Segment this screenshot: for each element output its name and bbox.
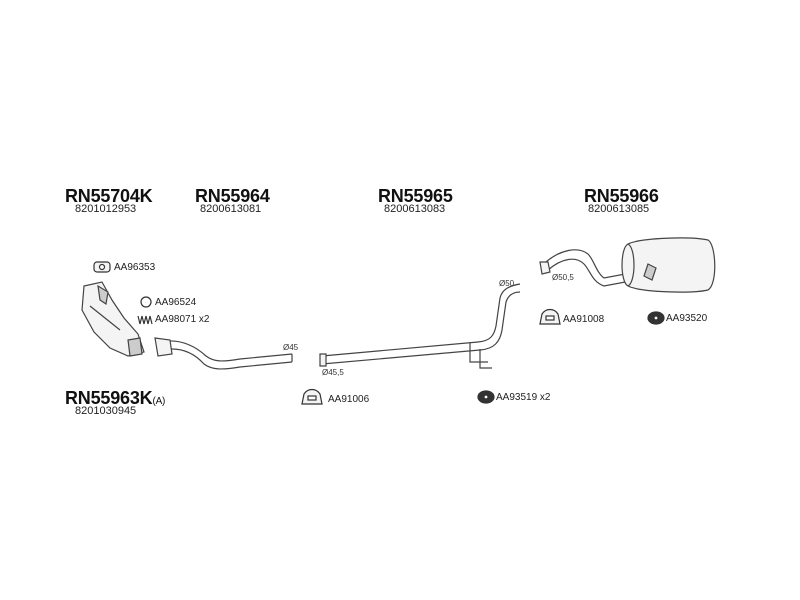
dimension-label-45-5: Ø45,5 bbox=[322, 368, 344, 377]
clamp-icon-aa91006 bbox=[301, 388, 323, 405]
oem-number-rn55966: 8200613085 bbox=[588, 203, 650, 215]
ring-icon bbox=[140, 296, 152, 308]
dimension-label-50-5: Ø50,5 bbox=[552, 273, 574, 282]
oem-number-rn55963k: 8201030945 bbox=[75, 405, 137, 417]
rubber-mount-icon-aa93520 bbox=[647, 311, 665, 325]
accessory-label-aa96524: AA96524 bbox=[155, 297, 197, 308]
rubber-mount-icon-aa93519 bbox=[477, 390, 495, 404]
intermediate-pipe-drawing bbox=[319, 283, 521, 369]
part-code-rn55704k: RN55704K bbox=[65, 186, 153, 206]
accessory-label-aa93519: AA93519 x2 bbox=[496, 392, 551, 403]
part-code-rn55963k: RN55963K(A) bbox=[65, 388, 165, 409]
spring-icon bbox=[137, 315, 153, 325]
part-code-suffix: (A) bbox=[152, 396, 166, 407]
part-code-rn55963k-text: RN55963K bbox=[65, 388, 153, 408]
dimension-label-45: Ø45 bbox=[283, 343, 299, 352]
dimension-label-50: Ø50 bbox=[499, 279, 515, 288]
gasket-icon bbox=[93, 261, 111, 273]
oem-number-rn55964: 8200613081 bbox=[200, 203, 262, 215]
part-code-rn55965: RN55965 bbox=[378, 186, 453, 206]
accessory-label-aa91008: AA91008 bbox=[563, 314, 605, 325]
part-code-rn55964: RN55964 bbox=[195, 186, 270, 206]
rear-silencer-drawing bbox=[539, 237, 716, 293]
catalytic-converter-drawing bbox=[81, 281, 145, 357]
oem-number-rn55965: 8200613083 bbox=[384, 203, 446, 215]
clamp-icon-aa91008 bbox=[539, 308, 561, 325]
accessory-label-aa96353: AA96353 bbox=[114, 262, 156, 273]
front-pipe-drawing bbox=[154, 337, 293, 370]
oem-number-rn55704k: 8201012953 bbox=[75, 203, 137, 215]
accessory-label-aa91006: AA91006 bbox=[328, 394, 370, 405]
accessory-label-aa93520: AA93520 bbox=[666, 313, 708, 324]
accessory-label-aa98071: AA98071 x2 bbox=[155, 314, 210, 325]
part-code-rn55966: RN55966 bbox=[584, 186, 659, 206]
